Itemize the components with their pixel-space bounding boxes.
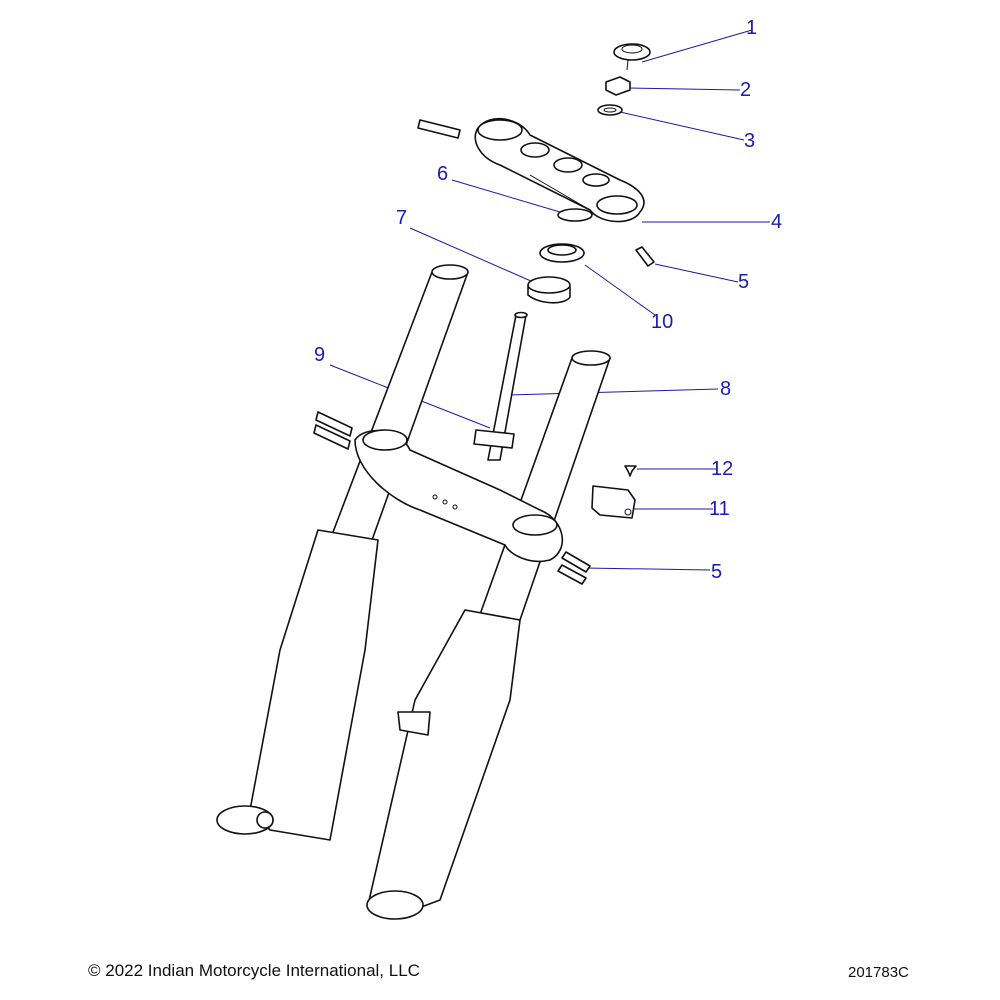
clamp-bolt — [417, 119, 461, 139]
bolt-5-top — [635, 246, 655, 267]
lower-triple-clamp — [354, 429, 564, 563]
callout-4: 4 — [771, 211, 783, 233]
bearing-6 — [557, 208, 593, 222]
bearing-7 — [527, 276, 571, 304]
steering-stem — [473, 311, 528, 461]
bracket-11 — [591, 485, 636, 519]
callout-2: 2 — [740, 79, 752, 101]
callout-5-bottom: 5 — [711, 561, 723, 583]
callout-1: 1 — [746, 17, 758, 39]
upper-triple-clamp — [474, 117, 645, 223]
copyright-text: © 2022 Indian Motorcycle International, … — [88, 961, 420, 980]
right-fork — [366, 350, 611, 920]
washer — [597, 104, 623, 116]
callout-3: 3 — [744, 130, 756, 152]
stem-nut — [605, 76, 631, 96]
callout-11: 11 — [709, 498, 730, 520]
stem-cap — [613, 43, 651, 71]
callout-10: 10 — [651, 311, 674, 333]
left-fork — [216, 264, 469, 841]
screw-12 — [624, 465, 637, 477]
callout-5-top: 5 — [738, 271, 750, 293]
diagram-id: 201783C — [848, 964, 909, 981]
callout-8: 8 — [720, 378, 732, 400]
callout-12: 12 — [711, 458, 734, 480]
callout-7: 7 — [396, 207, 408, 229]
callout-9: 9 — [314, 344, 326, 366]
bearing-seal-10 — [539, 243, 585, 263]
pinch-bolts — [313, 411, 591, 585]
callout-6: 6 — [437, 163, 449, 185]
